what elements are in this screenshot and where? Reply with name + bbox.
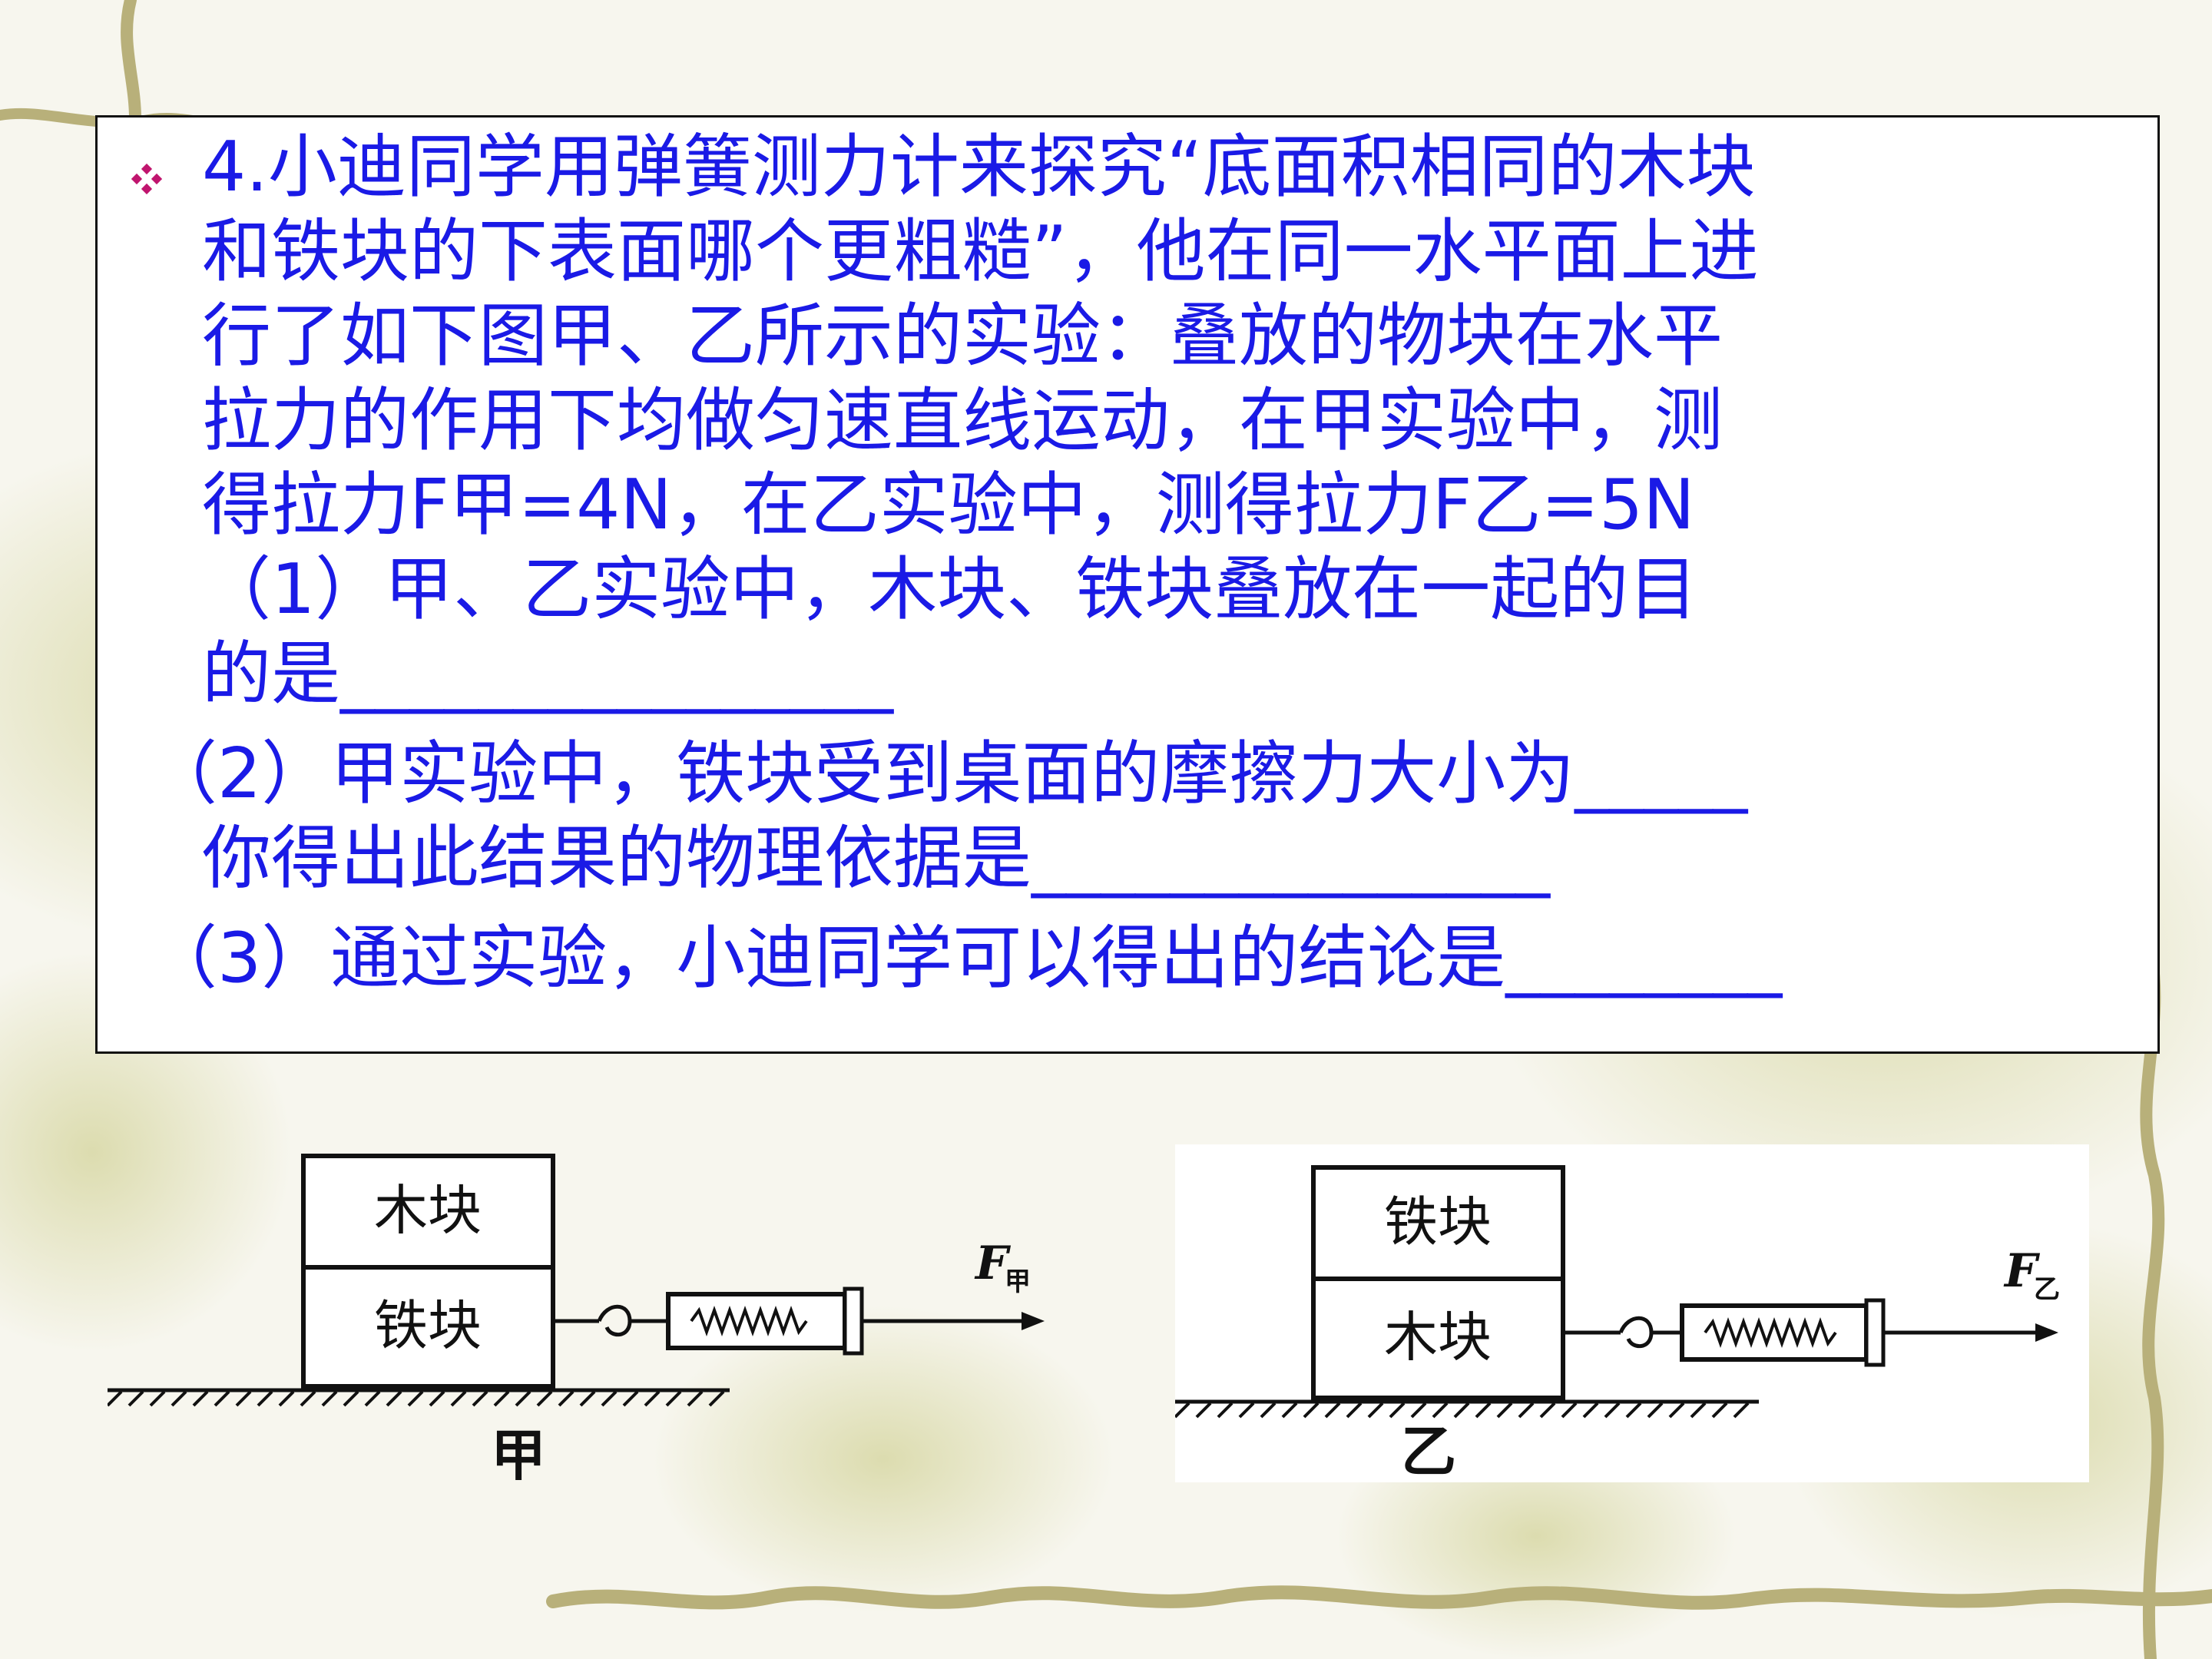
- force-subscript: 甲: [1005, 1267, 1031, 1297]
- force-symbol: F: [2003, 1244, 2041, 1298]
- figure-caption: 甲: [491, 1422, 546, 1488]
- ground-hatching: [1175, 1402, 1750, 1419]
- question-intro: 4.小迪同学用弹簧测力计来探究“底面积相同的木块 和铁块的下表面哪个更粗糙”，他…: [202, 125, 1759, 717]
- question-part1-line: 的是________________: [202, 634, 893, 714]
- question-part1-line: （1）甲、乙实验中，木块、铁块叠放在一起的目: [202, 549, 1698, 630]
- figure-jia: 木块 铁块 F 甲 甲: [108, 1154, 1045, 1488]
- question-line: 行了如下图甲、乙所示的实验：叠放的物块在水平: [202, 296, 1723, 376]
- block-stack: [1311, 1165, 1565, 1400]
- question-text-box: 4.小迪同学用弹簧测力计来探究“底面积相同的木块 和铁块的下表面哪个更粗糙”，他…: [95, 115, 2160, 1054]
- hook-icon: [597, 1304, 632, 1336]
- question-part2: （2）甲实验中，铁块受到桌面的摩擦力大小为_____ 你得出此结果的物理依据是_…: [148, 732, 1747, 901]
- question-part2-line: （2）甲实验中，铁块受到桌面的摩擦力大小为_____: [148, 733, 1748, 814]
- bottom-block-label: 木块: [1384, 1306, 1492, 1369]
- ground-hatching: [108, 1390, 725, 1407]
- diamond-bullet-icon: [131, 164, 162, 194]
- question-line: 拉力的作用下均做匀速直线运动，在甲实验中，测: [202, 380, 1723, 461]
- force-symbol: F: [974, 1237, 1012, 1290]
- question-part2-line: 你得出此结果的物理依据是_______________: [202, 818, 1550, 899]
- top-block-label: 铁块: [1384, 1190, 1492, 1253]
- block-stack: [301, 1154, 555, 1389]
- figure-yi: 铁块 木块 F 乙 乙: [1175, 1144, 2089, 1482]
- question-part3-line: （3）通过实验，小迪同学可以得出的结论是________: [148, 918, 1783, 998]
- force-subscript: 乙: [2034, 1274, 2060, 1305]
- hook-icon: [1618, 1316, 1654, 1348]
- spring-scale: [1680, 1303, 1869, 1362]
- force-arrow-icon: [2035, 1323, 2058, 1342]
- question-line: 和铁块的下表面哪个更粗糙”，他在同一水平面上进: [202, 211, 1759, 292]
- top-block-label: 木块: [374, 1179, 482, 1242]
- question-line: 得拉力F甲=4N，在乙实验中，测得拉力F乙=5N: [202, 465, 1695, 545]
- force-arrow-icon: [1022, 1312, 1045, 1330]
- question-part3: （3）通过实验，小迪同学可以得出的结论是________: [148, 916, 1782, 1001]
- question-line: 4.小迪同学用弹簧测力计来探究“底面积相同的木块: [202, 127, 1756, 207]
- figure-caption: 乙: [1401, 1419, 1456, 1482]
- bottom-block-label: 铁块: [374, 1294, 482, 1357]
